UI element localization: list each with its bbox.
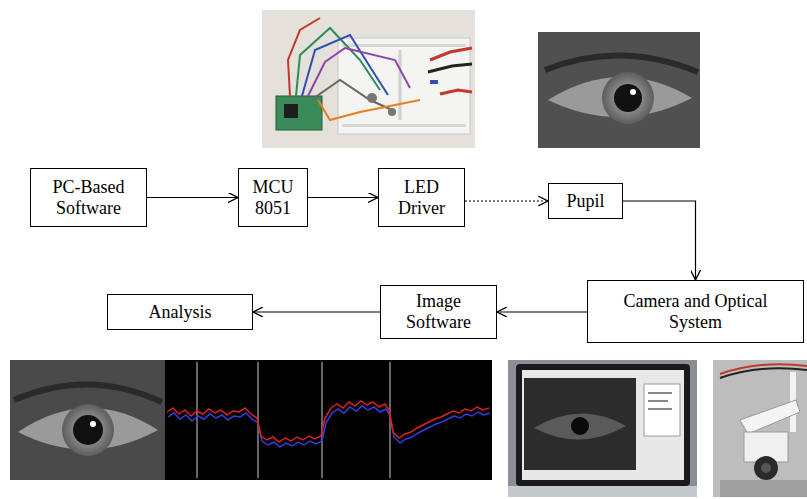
breadboard-rail — [342, 124, 466, 127]
process-box: PC-Based Software — [30, 168, 147, 227]
pupil — [571, 417, 589, 435]
eyelid — [545, 55, 698, 72]
camera-lens — [754, 456, 778, 480]
breadboard-photo — [262, 10, 475, 148]
wire — [302, 35, 388, 96]
clip-lead — [428, 64, 472, 72]
clip-lead — [440, 90, 472, 94]
laptop-photo — [508, 360, 697, 497]
component — [430, 80, 438, 84]
node-label: Camera and Optical System — [616, 291, 776, 332]
flow-arrow — [497, 311, 587, 312]
breadboard-channel — [399, 50, 402, 120]
dialog-line — [648, 408, 672, 410]
node-label: PC-Based Software — [41, 177, 137, 218]
laptop-bezel — [516, 364, 690, 486]
breadboard-rail — [342, 44, 466, 47]
process-box: Camera and Optical System — [587, 280, 804, 343]
glint — [630, 89, 636, 95]
component — [388, 108, 396, 116]
photo-ground — [508, 360, 697, 497]
process-box: LED Driver — [378, 168, 465, 227]
component — [367, 93, 377, 103]
glint — [90, 421, 96, 427]
chip — [284, 104, 298, 118]
bracket — [740, 400, 800, 434]
photo-ground — [10, 360, 165, 480]
eye-photo — [538, 32, 700, 148]
pupil-signal-plot — [165, 360, 492, 480]
node-label: LED Driver — [390, 177, 454, 218]
pupil — [73, 415, 103, 445]
camera-device-photo — [713, 360, 807, 497]
signal-trace — [167, 401, 489, 442]
dialog-line — [648, 392, 672, 394]
process-box: MCU 8051 — [238, 168, 308, 227]
stimulus-marker — [197, 362, 198, 478]
flow-arrow — [465, 200, 548, 201]
flow-arrow — [623, 201, 696, 280]
camera-lens — [761, 463, 771, 473]
flow-arrow — [308, 197, 378, 198]
wire — [318, 100, 420, 120]
iris — [62, 404, 114, 456]
plot-ground — [165, 360, 492, 480]
wire — [314, 80, 392, 110]
process-box: Image Software — [380, 285, 497, 339]
wire — [288, 18, 320, 96]
flow-arrow — [253, 311, 380, 312]
pupil — [614, 84, 642, 112]
mcu-module — [276, 96, 322, 130]
photo-ground — [713, 360, 807, 497]
eye-photo — [10, 360, 165, 480]
laptop-screen — [522, 370, 684, 480]
node-label: Image Software — [397, 291, 481, 332]
laptop-base — [508, 486, 697, 497]
node-label: MCU 8051 — [246, 177, 300, 218]
node-label: Analysis — [149, 302, 212, 323]
table — [720, 480, 807, 497]
photo-ground — [538, 32, 700, 148]
stimulus-marker — [322, 362, 323, 478]
iris — [602, 72, 654, 124]
node-label: Pupil — [566, 191, 604, 212]
eye-white — [534, 413, 626, 439]
photo-ground — [262, 10, 475, 148]
process-box: Analysis — [107, 294, 253, 330]
process-box: Pupil — [548, 183, 623, 219]
eyelid — [14, 384, 162, 402]
wire — [308, 48, 410, 96]
dialog-panel — [644, 384, 680, 436]
dialog-line — [648, 400, 668, 402]
clip-lead — [430, 48, 472, 60]
screen-image — [524, 378, 636, 470]
flow-arrow — [147, 197, 238, 198]
